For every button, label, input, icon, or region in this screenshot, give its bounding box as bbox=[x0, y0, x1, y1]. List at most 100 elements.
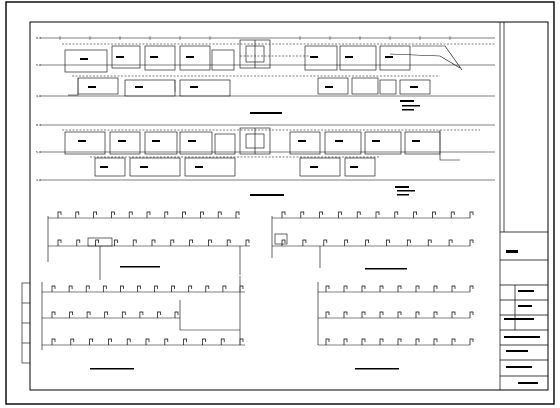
fixture-tick bbox=[300, 211, 305, 218]
fixture-tick bbox=[189, 239, 193, 246]
fixture-ticks bbox=[51, 211, 474, 345]
inner-border bbox=[29, 21, 549, 391]
fixture-tick bbox=[170, 239, 175, 246]
fixture-tick bbox=[137, 285, 141, 292]
fixture-tick bbox=[386, 239, 390, 246]
fixture-tick bbox=[95, 239, 99, 246]
outer-border bbox=[5, 1, 555, 405]
fixture-tick bbox=[200, 211, 204, 218]
fixture-tick bbox=[361, 311, 366, 318]
fixture-tick bbox=[89, 338, 93, 345]
fixture-tick bbox=[76, 239, 81, 246]
fixture-tick bbox=[325, 311, 330, 318]
upper-floor-plan bbox=[40, 36, 495, 97]
left-upper-schematic bbox=[47, 216, 250, 280]
binding-strip bbox=[21, 282, 31, 364]
fixture-tick bbox=[469, 211, 474, 218]
fixture-tick bbox=[302, 239, 307, 246]
fixture-tick bbox=[427, 239, 432, 246]
fixture-tick bbox=[111, 211, 115, 218]
fixture-tick bbox=[281, 239, 286, 246]
caption-underlines bbox=[90, 266, 407, 370]
fixture-tick bbox=[343, 311, 348, 318]
fixture-tick bbox=[325, 285, 330, 292]
fixture-tick bbox=[397, 285, 402, 292]
fixture-tick bbox=[108, 338, 112, 345]
fixture-tick bbox=[448, 239, 453, 246]
fixture-tick bbox=[217, 211, 222, 218]
fixture-tick bbox=[433, 338, 438, 345]
fixture-tick bbox=[226, 239, 231, 246]
fixture-tick bbox=[451, 338, 456, 345]
fixture-tick bbox=[171, 285, 175, 292]
fixture-tick bbox=[86, 311, 91, 318]
fixture-tick bbox=[365, 239, 369, 246]
fixture-tick bbox=[469, 285, 474, 292]
fixture-tick bbox=[433, 285, 438, 292]
fixture-tick bbox=[220, 338, 225, 345]
grid-axis-label: 5.0 bbox=[36, 150, 41, 154]
fixture-tick bbox=[245, 239, 250, 246]
fixture-tick bbox=[394, 211, 399, 218]
grid-axis-label: 4.0 bbox=[36, 178, 41, 182]
fixture-tick bbox=[75, 211, 80, 218]
middle-plan-axis-labels: 8.4 5.0 4.0 bbox=[36, 123, 41, 182]
fixture-tick bbox=[338, 211, 342, 218]
fixture-tick bbox=[325, 338, 330, 345]
fixture-tick bbox=[451, 285, 456, 292]
fixture-tick bbox=[361, 338, 366, 345]
fixture-tick bbox=[128, 211, 133, 218]
fixture-tick bbox=[57, 239, 62, 246]
fixture-tick bbox=[208, 239, 212, 246]
fixture-tick bbox=[323, 239, 328, 246]
fixture-tick bbox=[51, 285, 56, 292]
fixture-tick bbox=[151, 239, 156, 246]
upper-plan-axis-labels: 8.4 5.0 4.0 bbox=[36, 36, 41, 98]
fixture-tick bbox=[239, 285, 244, 292]
fixture-tick bbox=[164, 211, 169, 218]
fixture-tick bbox=[469, 239, 474, 246]
fixture-tick bbox=[413, 211, 417, 218]
fixture-tick bbox=[68, 285, 73, 292]
grid-axis-label: 8.4 bbox=[36, 123, 41, 127]
fixture-tick bbox=[93, 211, 97, 218]
fixture-tick bbox=[379, 285, 384, 292]
fixture-tick bbox=[281, 211, 286, 218]
fixture-tick bbox=[69, 311, 73, 318]
fixture-tick bbox=[202, 338, 206, 345]
fixture-tick bbox=[406, 239, 411, 246]
middle-plan-fixtures bbox=[78, 140, 420, 196]
fixture-tick bbox=[344, 239, 349, 246]
fixture-tick bbox=[375, 211, 380, 218]
grid-axis-label: 8.4 bbox=[36, 36, 41, 40]
fixture-tick bbox=[397, 311, 402, 318]
fixture-tick bbox=[154, 285, 158, 292]
fixture-tick bbox=[379, 338, 384, 345]
grid-axis-label: 4.0 bbox=[36, 94, 41, 98]
fixture-tick bbox=[174, 311, 179, 318]
middle-floor-plan bbox=[40, 124, 495, 181]
title-block-blocks bbox=[504, 250, 540, 384]
title-block bbox=[499, 22, 548, 390]
fixture-tick bbox=[188, 285, 193, 292]
fixture-tick bbox=[319, 211, 323, 218]
fixture-tick bbox=[164, 338, 169, 345]
fixture-tick bbox=[432, 211, 436, 218]
fixture-tick bbox=[451, 311, 456, 318]
fixture-tick bbox=[469, 338, 474, 345]
fixture-tick bbox=[132, 239, 137, 246]
fixture-tick bbox=[222, 285, 227, 292]
fixture-tick bbox=[343, 285, 348, 292]
fixture-tick bbox=[361, 285, 366, 292]
fixture-tick bbox=[343, 338, 348, 345]
fixture-tick bbox=[450, 211, 455, 218]
fixture-tick bbox=[70, 338, 75, 345]
fixture-tick bbox=[51, 338, 56, 345]
fixture-tick bbox=[235, 211, 240, 218]
fixture-tick bbox=[157, 311, 161, 318]
fixture-tick bbox=[379, 311, 384, 318]
fixture-tick bbox=[85, 285, 90, 292]
fixture-tick bbox=[104, 311, 109, 318]
fixture-tick bbox=[205, 285, 210, 292]
